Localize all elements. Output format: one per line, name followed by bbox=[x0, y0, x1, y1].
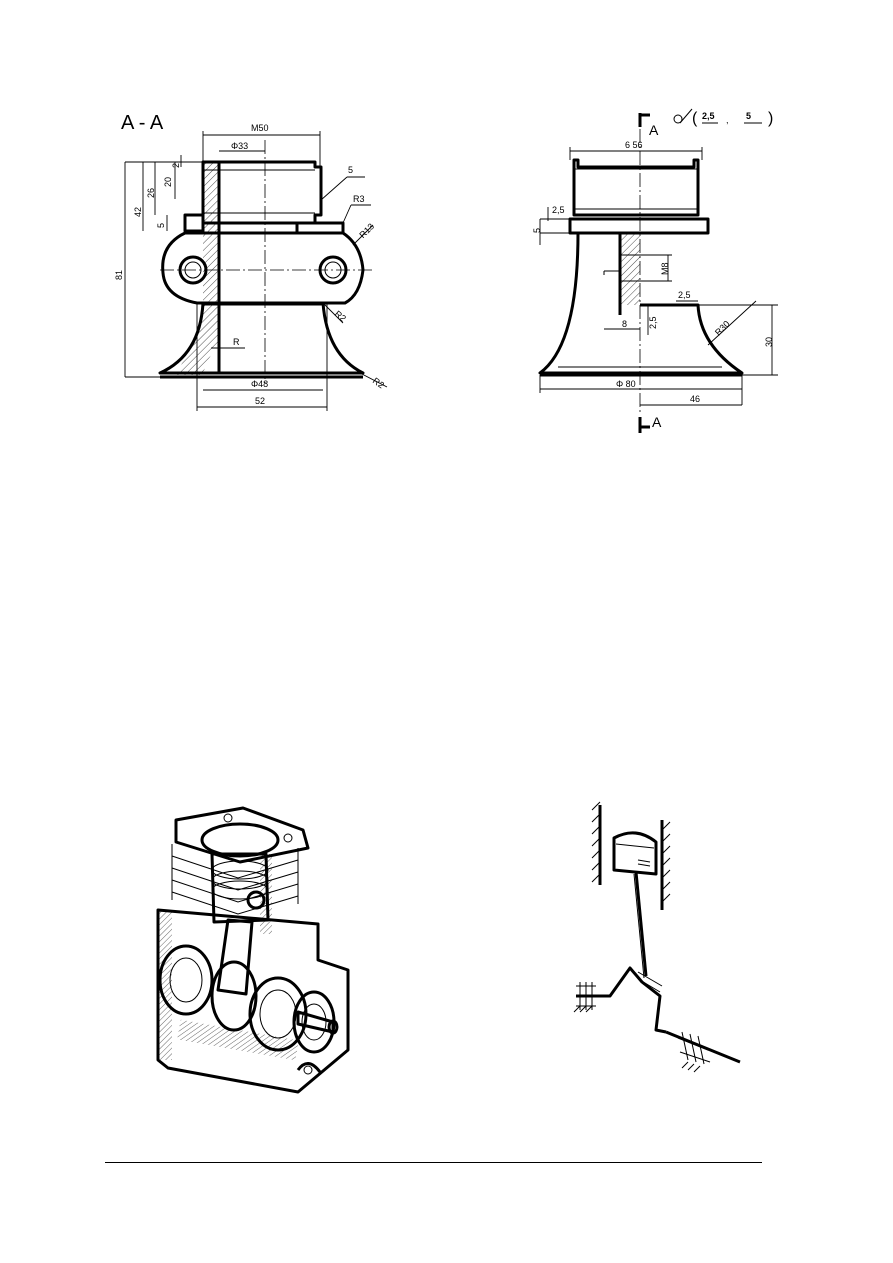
roughness-v1: 2,5 bbox=[702, 111, 715, 121]
kinematic-scheme-drawing bbox=[573, 801, 741, 1073]
roughness-note: ( 2,5 , 5 ) bbox=[673, 108, 773, 127]
dim-2-5-small: 2,5 bbox=[648, 316, 658, 329]
dim-81: 81 bbox=[115, 270, 124, 280]
dim-26: 26 bbox=[146, 188, 156, 198]
svg-text:,: , bbox=[726, 115, 729, 125]
skirt-flare-right bbox=[219, 302, 365, 375]
dim-r: R bbox=[233, 337, 240, 347]
dim-2: 2 bbox=[171, 163, 181, 168]
svg-text:(: ( bbox=[692, 110, 698, 127]
dim-2-5-left: 2,5 bbox=[552, 205, 565, 215]
dim-42: 42 bbox=[133, 207, 143, 217]
dim-46: 46 bbox=[690, 394, 700, 404]
section-mark-bottom: A bbox=[652, 414, 662, 430]
section-mark-top: A bbox=[649, 122, 659, 138]
skirt-flare-left bbox=[158, 302, 219, 375]
tapped-section bbox=[620, 233, 640, 305]
section-view-a-a: A - A M50 Φ33 81 42 26 20 2 5 5 R3 bbox=[114, 105, 415, 435]
crown-outline-front bbox=[572, 158, 700, 217]
dim-5-front: 5 bbox=[532, 228, 542, 233]
pin-hole-right bbox=[318, 255, 348, 285]
front-view: A A ( 2,5 , 5 ) 6 56 2,5 5 M8 bbox=[530, 105, 785, 435]
dim-8: 8 bbox=[622, 319, 627, 329]
section-title: A - A bbox=[121, 112, 164, 134]
flange bbox=[568, 217, 710, 235]
dim-52: 52 bbox=[255, 396, 265, 406]
dim-m8: M8 bbox=[660, 262, 670, 275]
engine-cutaway-drawing bbox=[156, 806, 350, 1094]
footer-rule bbox=[105, 1162, 762, 1163]
dim-6-56: 6 56 bbox=[625, 140, 643, 150]
skirt-front bbox=[538, 232, 744, 375]
section-view-drawing: A - A M50 Φ33 81 42 26 20 2 5 5 R3 bbox=[114, 112, 388, 411]
pin-hole-left bbox=[178, 255, 208, 285]
dim-r2-lower: R2 bbox=[371, 376, 386, 391]
dim-r2-upper: R2 bbox=[333, 309, 348, 324]
hatched-wall bbox=[175, 162, 219, 375]
dim-phi33: Φ33 bbox=[231, 141, 248, 151]
kinematic-scheme-illustration bbox=[570, 800, 745, 1090]
engine-cutaway-illustration bbox=[148, 800, 358, 1095]
dim-m50: M50 bbox=[251, 123, 269, 133]
ring-land bbox=[183, 213, 205, 233]
dim-5: 5 bbox=[156, 223, 166, 228]
dim-r3: R3 bbox=[353, 194, 365, 204]
roughness-v2: 5 bbox=[746, 111, 751, 121]
front-view-drawing: A A ( 2,5 , 5 ) 6 56 2,5 5 M8 bbox=[532, 108, 778, 433]
dim-2-5-right: 2,5 bbox=[678, 290, 691, 300]
dim-phi80: Φ 80 bbox=[616, 379, 636, 389]
crown-outline bbox=[201, 160, 323, 225]
dim-20: 20 bbox=[163, 177, 173, 187]
pin-boss bbox=[161, 231, 365, 305]
svg-text:): ) bbox=[768, 110, 773, 127]
dim-r30: R30 bbox=[713, 319, 732, 338]
dim-30: 30 bbox=[764, 337, 774, 347]
dim-phi48: Φ48 bbox=[251, 379, 268, 389]
roughness-top: 5 bbox=[348, 165, 353, 175]
